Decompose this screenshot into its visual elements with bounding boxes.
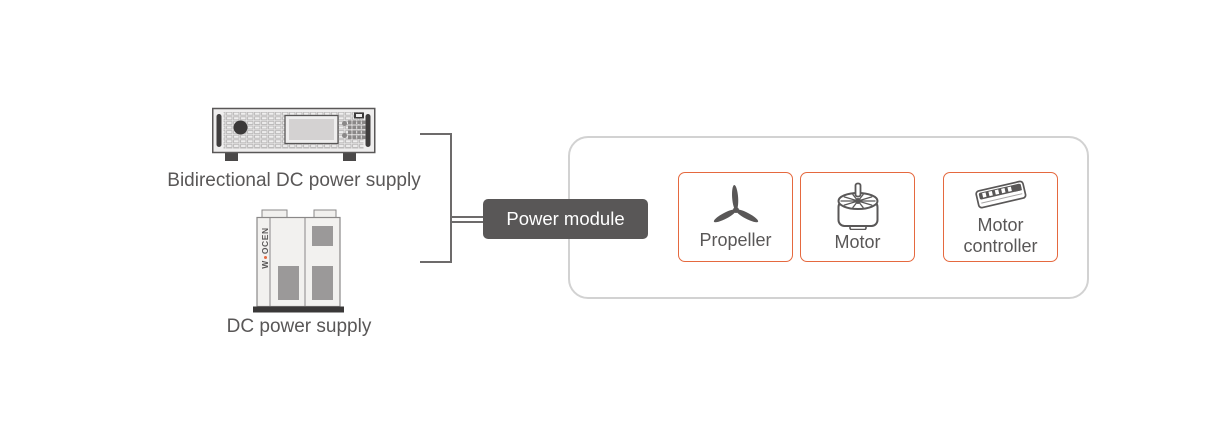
connector-top-line — [420, 133, 452, 135]
bidirectional-dc-power-supply-label: Bidirectional DC power supply — [167, 170, 421, 191]
motor-icon — [837, 182, 878, 230]
power-module-box: Power module — [483, 199, 648, 239]
power-module-label: Power module — [506, 208, 625, 229]
component-motor: Motor — [800, 172, 915, 262]
wocen-brand-logo: W OCEN — [259, 222, 271, 274]
motor-controller-label: Motor controller — [963, 215, 1038, 256]
connector-stub-line-2 — [452, 221, 483, 223]
connector-vertical-line — [450, 133, 452, 263]
component-motor-controller: Motor controller — [943, 172, 1058, 262]
dc-power-supply-label: DC power supply — [226, 316, 372, 337]
motor-label: Motor — [834, 231, 881, 252]
brand-text-rest: OCEN — [260, 227, 270, 255]
motor-controller-icon — [974, 180, 1026, 209]
propeller-icon — [713, 184, 758, 222]
propeller-label: Propeller — [699, 229, 772, 250]
brand-accent-dot — [263, 255, 267, 259]
dc-power-supply-image — [253, 209, 344, 313]
connector-bottom-line — [420, 261, 452, 263]
brand-text-first: W — [260, 260, 270, 269]
component-propeller: Propeller — [678, 172, 793, 262]
connector-stub-line-1 — [452, 216, 483, 218]
bidirectional-dc-power-supply-image — [212, 107, 376, 161]
